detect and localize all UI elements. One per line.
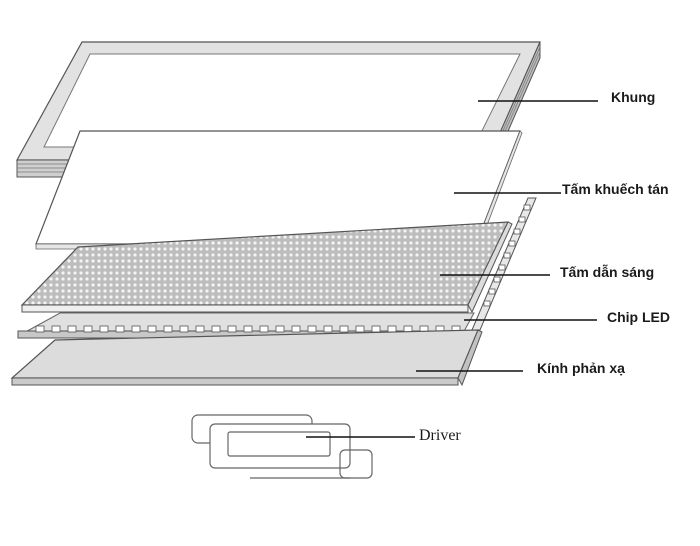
label-diffuser: Tấm khuếch tán [562, 181, 669, 197]
label-driver: Driver [419, 427, 461, 444]
led-side-strip [471, 197, 537, 331]
label-frame: Khung [611, 89, 656, 105]
light-guide-layer [20, 221, 513, 314]
label-reflector: Kính phản xạ [537, 360, 625, 376]
leader-lines [306, 100, 598, 438]
label-led-chip: Chip LED [607, 309, 670, 325]
driver-component [191, 414, 373, 479]
label-light-guide: Tấm dẫn sáng [560, 264, 655, 280]
reflector-layer [10, 329, 483, 387]
